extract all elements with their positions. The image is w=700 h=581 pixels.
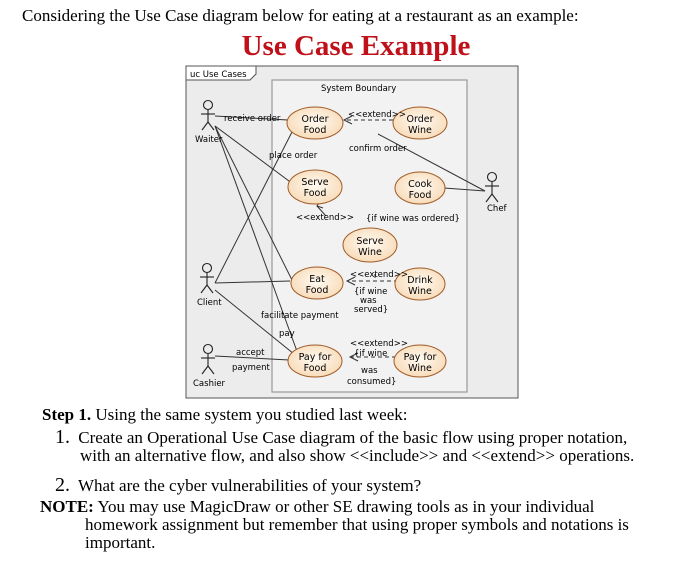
list-item-text-continued: with an alternative flow, and also show … [80, 446, 635, 465]
label-receive-order: receive order [224, 114, 281, 124]
note-text-end: important. [85, 533, 156, 552]
use-case-pay-for-wine: Pay for Wine [393, 344, 447, 378]
actor-cashier-label: Cashier [193, 379, 226, 389]
note-text: You may use MagicDraw or other SE drawin… [97, 497, 595, 516]
use-case-serve-wine: Serve Wine [342, 227, 398, 263]
use-case-diagram: uc Use Cases System Boundary Order Food [185, 65, 519, 399]
actor-chef [485, 171, 499, 203]
frame-label: uc Use Cases [190, 70, 247, 80]
label-accept-payment-1: accept [236, 348, 265, 358]
svg-text:Eat: Eat [309, 274, 325, 285]
svg-text:Food: Food [304, 363, 327, 374]
label-if-wine-consumed-2: was [361, 366, 378, 376]
label-extend-4: <<extend>> [350, 339, 408, 349]
use-case-order-wine: Order Wine [392, 106, 448, 140]
use-case-drink-wine: Drink Wine [394, 267, 446, 301]
svg-text:Wine: Wine [408, 286, 432, 297]
label-if-wine-ordered: {if wine was ordered} [366, 214, 460, 224]
label-facilitate-payment: facilitate payment [261, 311, 339, 321]
step-heading: Step 1. Using the same system you studie… [42, 405, 407, 425]
association-lines [214, 115, 486, 361]
label-accept-payment-2: payment [232, 363, 271, 373]
label-if-wine-served-3: served} [354, 305, 388, 315]
actor-chef-label: Chef [487, 204, 508, 214]
svg-text:Food: Food [306, 285, 329, 296]
note-label: NOTE: [40, 497, 94, 516]
svg-text:Serve: Serve [356, 236, 383, 247]
actor-waiter [201, 99, 215, 131]
step-text: Using the same system you studied last w… [95, 405, 408, 424]
label-pay: pay [279, 329, 295, 339]
svg-text:Drink: Drink [407, 275, 433, 286]
system-boundary-label: System Boundary [321, 84, 396, 94]
svg-text:Pay for: Pay for [299, 352, 332, 363]
list-item-number: 2. [55, 474, 70, 496]
svg-text:Food: Food [304, 125, 327, 136]
svg-text:Wine: Wine [358, 247, 382, 258]
label-extend-1: <<extend>> [348, 110, 406, 120]
frame-tab [185, 65, 257, 81]
use-case-serve-food: Serve Food [287, 169, 343, 205]
label-if-wine-consumed-1: {if wine [354, 349, 387, 359]
step-label: Step 1. [42, 405, 92, 424]
label-extend-3: <<extend>> [350, 270, 408, 280]
svg-text:Order: Order [302, 114, 329, 125]
list-item-text: Create an Operational Use Case diagram o… [78, 428, 628, 447]
svg-text:Food: Food [409, 190, 432, 201]
svg-text:Wine: Wine [408, 125, 432, 136]
actor-waiter-label: Waiter [195, 135, 223, 145]
list-item: 1. Create an Operational Use Case diagra… [55, 426, 635, 465]
label-if-wine-consumed-3: consumed} [347, 377, 396, 387]
label-if-wine-served-1: {if wine [354, 287, 387, 297]
label-extend-2: <<extend>> [296, 213, 354, 223]
svg-text:Cook: Cook [408, 179, 432, 190]
note: NOTE: You may use MagicDraw or other SE … [40, 498, 680, 552]
label-confirm-order: confirm order [349, 144, 407, 154]
use-case-order-food: Order Food [286, 106, 344, 140]
svg-text:Serve: Serve [301, 177, 328, 188]
use-case-eat-food: Eat Food [290, 266, 344, 300]
svg-text:Wine: Wine [408, 363, 432, 374]
list-item: 2. What are the cyber vulnerabilities of… [55, 474, 422, 496]
intro-text: Considering the Use Case diagram below f… [22, 6, 579, 25]
actor-client-label: Client [197, 298, 222, 308]
note-text-continued: homework assignment but remember that us… [85, 515, 629, 534]
use-case-pay-for-food: Pay for Food [287, 344, 343, 378]
actor-cashier [201, 343, 215, 375]
actor-client [200, 262, 214, 294]
svg-text:Order: Order [407, 114, 434, 125]
diagram-title: Use Case Example [241, 30, 471, 62]
list-item-number: 1. [55, 426, 70, 448]
list-item-text: What are the cyber vulnerabilities of yo… [77, 476, 422, 495]
label-place-order: place order [269, 151, 318, 161]
use-case-cook-food: Cook Food [394, 171, 446, 205]
svg-text:Food: Food [304, 188, 327, 199]
svg-text:Pay for: Pay for [404, 352, 437, 363]
label-if-wine-served-2: was [360, 296, 377, 306]
